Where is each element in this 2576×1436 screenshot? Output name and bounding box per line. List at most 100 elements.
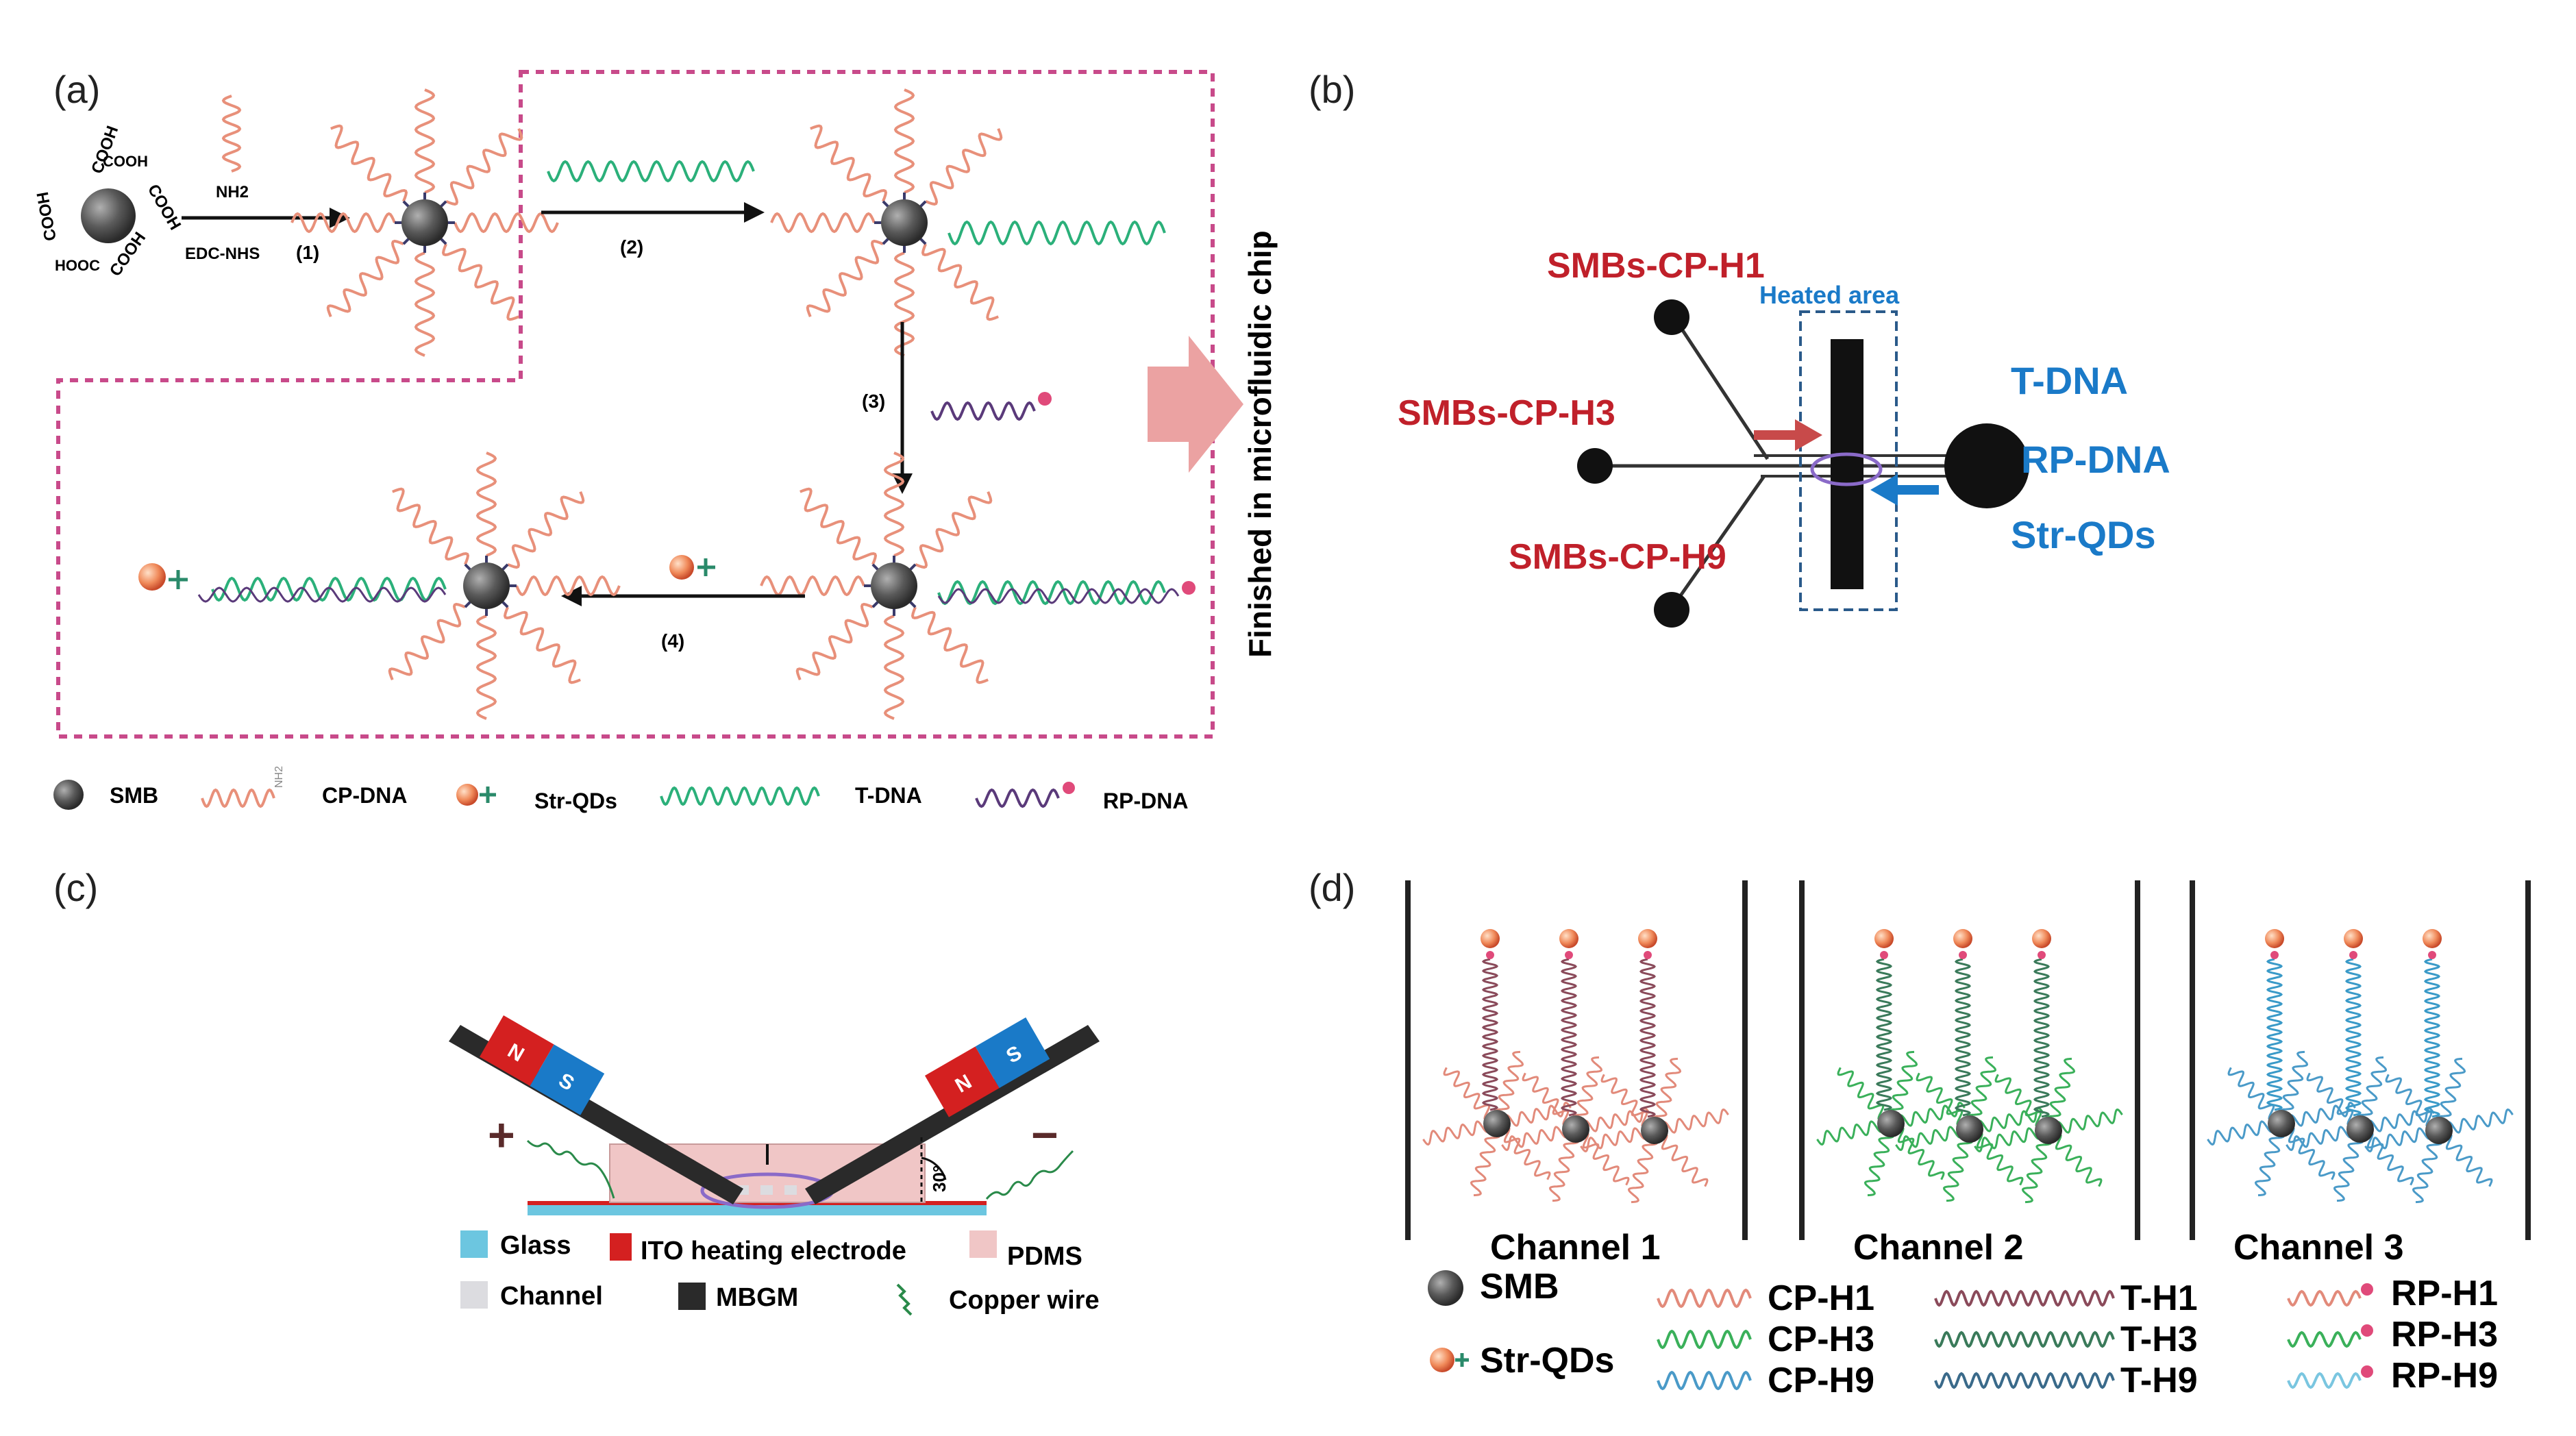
target-strand (1560, 958, 1578, 1117)
legend-glass-swatch (460, 1230, 488, 1258)
edc-label: EDC-NHS (185, 245, 260, 263)
finished-in-chip-text: Finished in microfluidic chip (1242, 230, 1278, 658)
target-strand (2423, 958, 2441, 1118)
legend-t-h1-label: T-H1 (2120, 1278, 2198, 1318)
cp-dna-strand (911, 606, 989, 684)
smb-bead (881, 199, 928, 246)
magnet-left: N S (480, 1015, 605, 1115)
legend-rp-dna-label: RP-DNA (1103, 789, 1188, 813)
cp-dna-strand (475, 451, 497, 557)
legend-cp-h9-icon (1657, 1370, 1752, 1391)
inlet-h1 (1654, 299, 1689, 335)
legend-cp-dna-icon (201, 788, 275, 808)
legend-rp-h9-biotin (2361, 1365, 2373, 1378)
legend-d-streptavidin-icon (1455, 1353, 1469, 1367)
legend-pdms-swatch (969, 1230, 997, 1258)
rp-dna-strand (930, 401, 1036, 421)
streptavidin-bound (169, 570, 188, 589)
cp-dna-strand (806, 239, 884, 317)
biotin-dot (1959, 951, 1967, 959)
channel-segment (784, 1185, 797, 1195)
channel-2-label: Channel 2 (1853, 1228, 2024, 1267)
legend-smb-icon (53, 780, 84, 810)
legend-d-qd-icon (1430, 1348, 1454, 1372)
cp-dna-strand (388, 602, 466, 680)
biotin-dot (2349, 951, 2357, 959)
legend-copper-label: Copper wire (949, 1286, 1100, 1315)
rp-dna-label: RP-DNA (2021, 438, 2170, 481)
cp-dna-strand (445, 128, 523, 206)
str-qd-bound (2423, 929, 2442, 948)
bound-t-dna-stage-2 (948, 220, 1166, 246)
channel-h1 (1675, 321, 1770, 460)
cp-dna-strand (810, 124, 888, 202)
outlet-reservoir (1944, 423, 2029, 508)
panel-a: (a) COOH COOH COOH COOH COOH HOOC NH2 ED… (34, 68, 1278, 813)
cp-dna-strand (770, 212, 876, 234)
smb-bead (2346, 1115, 2374, 1143)
legend-str-qd-icon (456, 784, 478, 806)
biotin-dot (1486, 951, 1494, 959)
cp-dna-strand (330, 124, 408, 202)
legend-cp-h3-label: CP-H3 (1768, 1320, 1874, 1359)
legend-cp-h9-label: CP-H9 (1768, 1361, 1874, 1400)
panel-c: (c) N S N S 30° + − (53, 866, 1100, 1316)
str-qd-bound (1481, 929, 1500, 948)
cp-dna-strand (760, 575, 865, 597)
smb-bead (2425, 1117, 2453, 1144)
legend-pdms-label: PDMS (1007, 1242, 1082, 1271)
legend-t-dna-icon (660, 786, 820, 806)
biotin-dot (1565, 951, 1573, 959)
legend-d-str-qds-label: Str-QDs (1480, 1341, 1614, 1381)
smb-bead (2268, 1110, 2295, 1137)
target-strand (2266, 958, 2283, 1111)
legend-ito-swatch (610, 1233, 632, 1261)
channel-3-beads (2207, 929, 2514, 1204)
step-1-label: (1) (296, 242, 319, 263)
legend-rp-h9-icon (2287, 1372, 2362, 1389)
smbs-cp-h1-label: SMBs-CP-H1 (1547, 246, 1765, 286)
legend-rp-h3-label: RP-H3 (2391, 1315, 2498, 1354)
legend-t-h3-label: T-H3 (2120, 1320, 2198, 1359)
bound-t-dna-stage-3 (937, 580, 1166, 606)
legend-t-dna-label: T-DNA (855, 783, 922, 808)
str-qd-bound (2344, 929, 2363, 948)
angle-arc (921, 1156, 947, 1180)
biotin-dot (1644, 951, 1652, 959)
minus-terminal: − (1031, 1109, 1058, 1161)
inlet-h9 (1654, 592, 1689, 628)
legend-rp-biotin (1063, 782, 1075, 794)
plus-terminal: + (488, 1109, 515, 1161)
cp-dna-strand (800, 487, 878, 565)
cp-dna-strand (414, 251, 436, 357)
cp-dna-strand (921, 243, 999, 321)
legend-d-smb-icon (1428, 1270, 1463, 1306)
cp-dna-strand (915, 491, 993, 569)
channel-2-beads (1816, 929, 2123, 1204)
panel-b: (b) Heated area SMBs-CP-H1 SMBs-CP-H3 SM… (1309, 68, 2170, 628)
legend-cp-h1-label: CP-H1 (1768, 1278, 1874, 1318)
magnet-arrow-blue (1870, 474, 1939, 506)
step-2-label: (2) (620, 236, 643, 258)
step-4-label: (4) (661, 630, 684, 652)
chip-transfer-arrow (1148, 336, 1243, 473)
panel-b-label: (b) (1309, 68, 1355, 111)
legend-nh2-label: NH2 (273, 766, 285, 788)
bare-smb-group: COOH COOH COOH COOH COOH HOOC (34, 123, 184, 280)
legend-streptavidin-icon (480, 787, 496, 803)
cp-dna-strand (290, 212, 396, 234)
bound-rp-dna-stage-3 (937, 588, 1180, 604)
cp-dna-strand (475, 615, 497, 720)
cp-dna-strand (441, 243, 519, 321)
cooh-label: COOH (34, 190, 60, 243)
cooh-label: COOH (103, 153, 148, 170)
biotin-dot (2428, 951, 2436, 959)
target-strand (1481, 958, 1499, 1111)
cp-dna-strand (414, 88, 436, 194)
magnet-arrow-red (1754, 419, 1822, 451)
nh2-label: NH2 (216, 183, 249, 201)
smb-final-stage-4 (388, 451, 621, 720)
smb-bead (463, 562, 510, 609)
biotin-dot (2270, 951, 2279, 959)
